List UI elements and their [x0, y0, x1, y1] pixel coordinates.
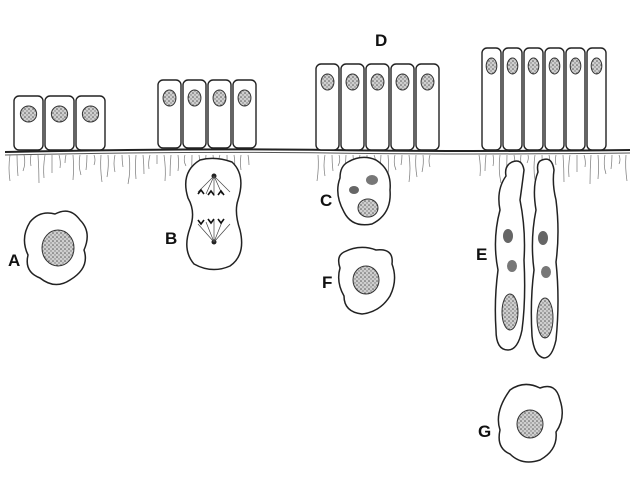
- epithelial-cell: [157, 79, 182, 149]
- stem-cell-f: [337, 246, 396, 315]
- stem-cell-g: [497, 383, 563, 463]
- label-a: A: [8, 251, 20, 270]
- epithelial-cell: [586, 47, 607, 151]
- dividing-cell-b: [185, 157, 243, 271]
- epithelial-cell: [207, 79, 232, 149]
- epithelial-cell: [44, 95, 75, 151]
- epithelial-cell: [182, 79, 207, 149]
- epithelial-cell: [13, 95, 44, 151]
- epithelium-group-e: [481, 47, 607, 151]
- label-c: C: [320, 191, 332, 210]
- epithelial-cell: [502, 47, 523, 151]
- label-b: B: [165, 229, 177, 248]
- epithelial-cell: [75, 95, 106, 151]
- epithelial-cell: [340, 63, 365, 151]
- stem-cell-a: [23, 210, 88, 286]
- epithelium-group-b: [157, 79, 257, 149]
- epithelium-group-d: [315, 63, 440, 151]
- epithelial-cell: [415, 63, 440, 151]
- epithelium-group-a: [13, 95, 106, 151]
- epithelial-cell: [365, 63, 390, 151]
- epithelial-cell: [232, 79, 257, 149]
- elongated-cell-e-right: [530, 158, 559, 359]
- label-d: D: [375, 31, 387, 50]
- epithelial-cell: [544, 47, 565, 151]
- label-e: E: [476, 245, 487, 264]
- connective-tissue-fibers: [8, 154, 628, 185]
- elongated-cell-e-left: [494, 160, 526, 351]
- migrating-cell-c: [337, 156, 391, 226]
- epithelial-cell: [565, 47, 586, 151]
- epithelial-cell: [481, 47, 502, 151]
- label-f: F: [322, 273, 332, 292]
- epithelial-cell: [390, 63, 415, 151]
- epithelial-cell: [315, 63, 340, 151]
- epithelial-cell: [523, 47, 544, 151]
- label-g: G: [478, 422, 491, 441]
